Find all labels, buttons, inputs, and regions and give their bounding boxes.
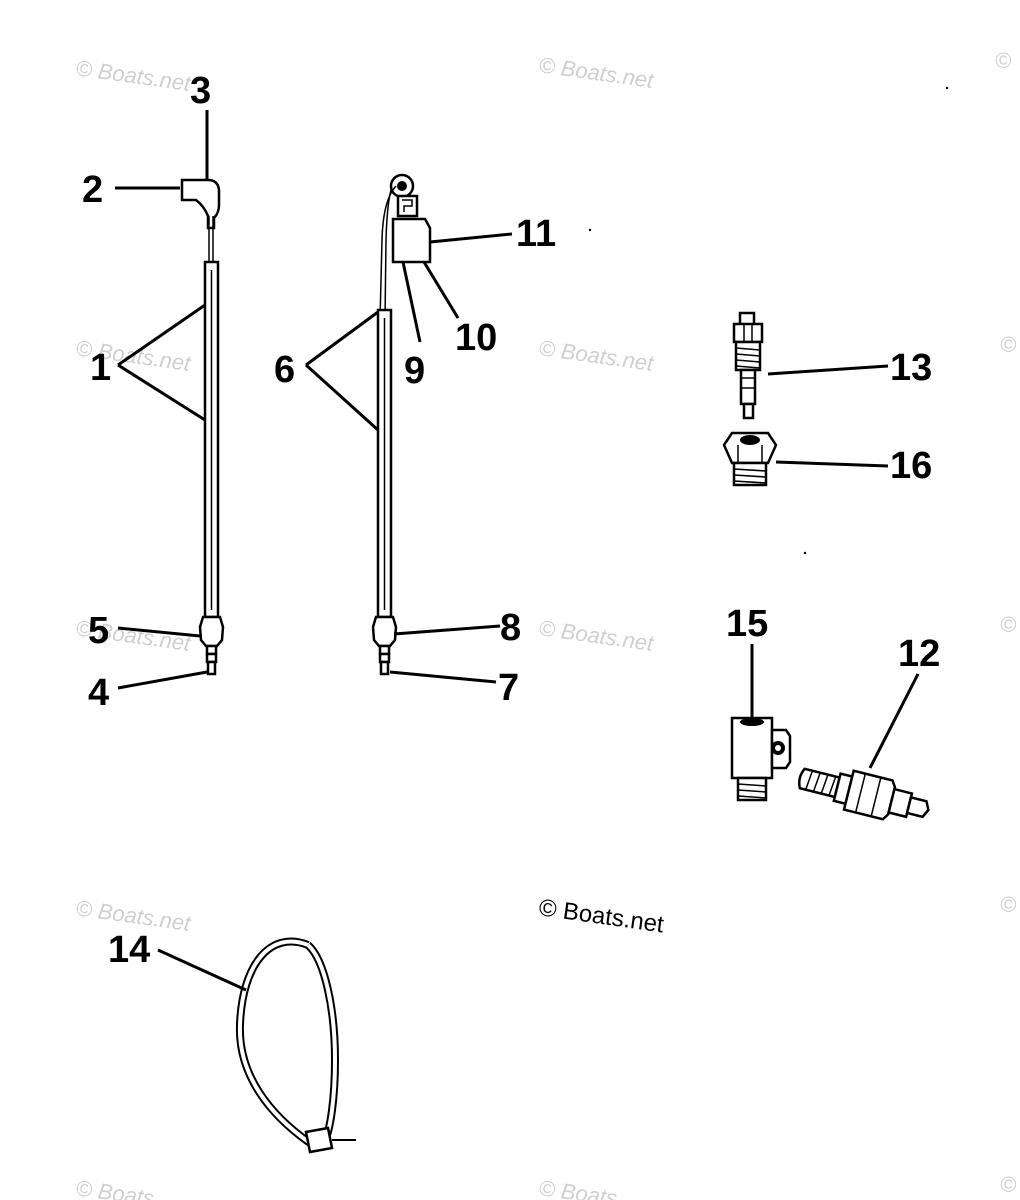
leader-11 [429, 232, 513, 244]
tee-fitting-15 [730, 716, 792, 802]
callout-11: 11 [516, 213, 556, 255]
watermark-mid-center: © Boats.net [537, 335, 656, 376]
sender-12 [797, 767, 930, 821]
speck [945, 86, 949, 90]
watermark-footer-left: © Boats [74, 1175, 155, 1200]
leader-lines [115, 110, 920, 992]
leader-4 [117, 670, 208, 690]
strap-buckle [304, 1126, 334, 1154]
leader-10 [422, 261, 460, 319]
callout-10: 10 [455, 317, 497, 359]
leader-16 [775, 460, 889, 468]
watermark-top-left: © Boats.net [74, 55, 193, 96]
hose-assembly-left [180, 178, 225, 676]
callout-2: 2 [82, 169, 103, 211]
tee-top-port [740, 718, 764, 726]
strap-tail-inner [306, 943, 338, 1141]
tee-thread [736, 776, 768, 802]
speck [803, 551, 807, 555]
hose-loop-hole [397, 181, 407, 191]
speck [588, 228, 592, 232]
watermark-top-right: © [995, 48, 1012, 73]
bracket-detail [402, 199, 413, 212]
hose-fitting-center [371, 615, 398, 648]
callout-14: 14 [108, 929, 150, 971]
watermark-top-center: © Boats.net [537, 52, 656, 93]
hose-curve-inner [384, 189, 392, 321]
sensor-thread [735, 347, 761, 369]
callout-16: 16 [890, 445, 932, 487]
sensor-probe [739, 368, 757, 406]
callout-15: 15 [726, 603, 768, 645]
sender-terminal [905, 795, 930, 819]
sensor-13 [732, 311, 764, 420]
sensor-probe-ring [741, 377, 755, 389]
copyright-watermark: © Boats.net [537, 894, 666, 938]
leader-7 [389, 670, 497, 684]
strap-inner [237, 939, 312, 1145]
callout-8: 8 [500, 607, 521, 649]
plug-16 [722, 431, 778, 487]
leader-5 [117, 626, 201, 638]
watermark-lower-right: © [1000, 612, 1017, 637]
callout-3: 3 [190, 70, 211, 112]
callout-7: 7 [498, 667, 519, 709]
watermark-lower-center: © Boats.net [537, 615, 656, 656]
hose-barb-center-tip [379, 660, 390, 676]
tee-thread-lines [737, 783, 767, 799]
leader-6a [305, 310, 379, 367]
callout-9: 9 [404, 350, 425, 392]
leader-12 [868, 673, 920, 769]
callout-1: 1 [90, 347, 111, 389]
sender-thread-lines [804, 770, 837, 796]
hose-assembly-center [371, 173, 432, 676]
callout-4: 4 [88, 672, 109, 714]
tee-body [730, 716, 774, 780]
plug-thread [732, 461, 768, 487]
cap [391, 217, 432, 264]
leader-9 [401, 261, 422, 343]
strap-14 [235, 937, 356, 1154]
hose-fitting [198, 615, 225, 648]
leader-14 [157, 948, 247, 992]
hose-barb-tip [206, 660, 217, 676]
plug-socket [740, 435, 760, 445]
leader-8 [393, 624, 501, 636]
leader-13 [767, 364, 889, 376]
sensor-hex [732, 322, 764, 344]
hose-curve [379, 185, 397, 321]
hose-neck [208, 216, 214, 262]
sender-hex-facet [854, 773, 882, 817]
leader-1a [117, 303, 206, 367]
sensor-tip [742, 402, 755, 420]
tee-side-hole-inner [775, 745, 781, 751]
callout-5: 5 [88, 610, 109, 652]
watermark-bottom-right: © [1000, 892, 1017, 917]
watermark-footer-center: © Boats [537, 1175, 618, 1200]
callout-13: 13 [890, 347, 932, 389]
watermark-mid-right: © [1000, 332, 1017, 357]
callout-12: 12 [898, 633, 940, 675]
leader-6b [304, 363, 380, 432]
callout-labels: 3 2 1 5 4 6 9 10 11 8 7 13 16 15 12 14 [82, 70, 940, 971]
watermark-footer-right: © [1000, 1172, 1017, 1197]
plug-hex [722, 431, 778, 465]
plug-thread-lines [733, 468, 767, 484]
callout-6: 6 [274, 349, 295, 391]
leader-1b [117, 363, 206, 422]
